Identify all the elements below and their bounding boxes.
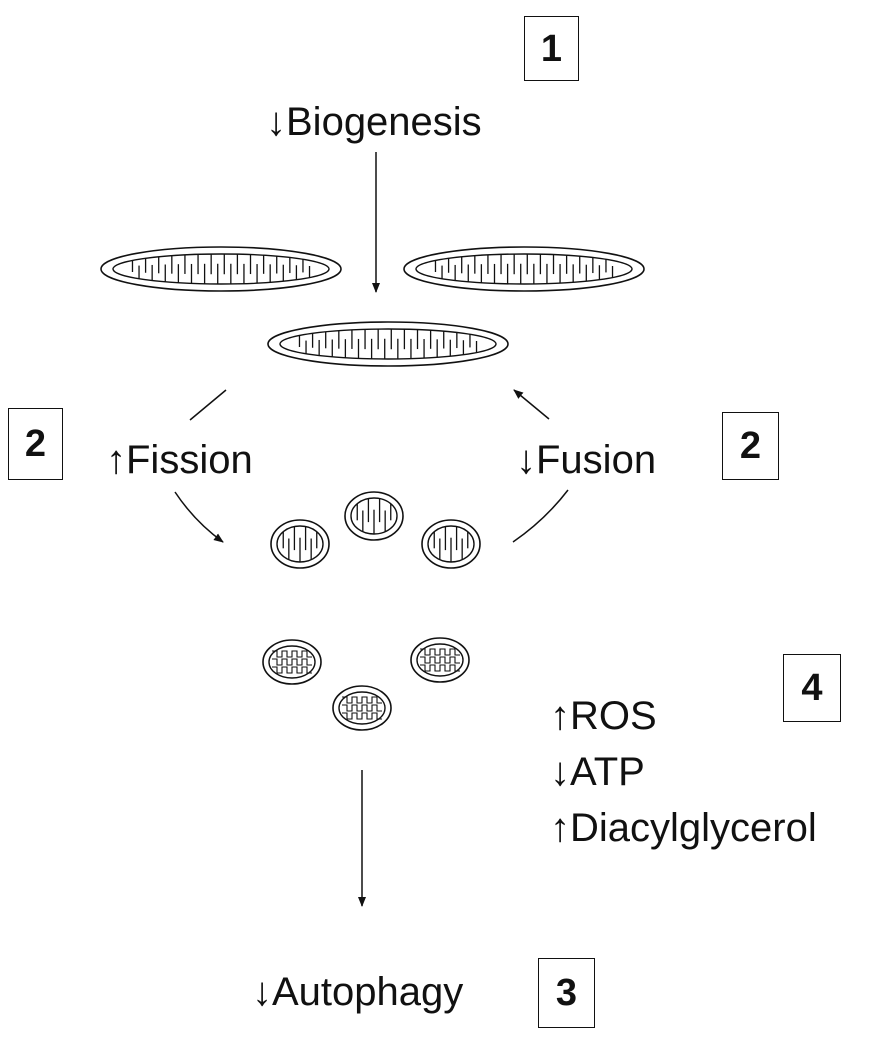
step-2-fission-badge: 2	[8, 408, 63, 480]
fission-connector-upper	[189, 389, 227, 421]
autophagy-label: ↓Autophagy	[252, 970, 464, 1014]
fusion-arrow	[513, 389, 550, 420]
atp-label: ↓ATP	[550, 750, 645, 794]
elongated-mitochondrion	[267, 321, 509, 367]
step-3-badge: 3	[538, 958, 595, 1028]
damaged-mitochondrion	[262, 639, 322, 685]
biogenesis-label: ↓Biogenesis	[266, 100, 482, 144]
damaged-mitochondrion	[410, 637, 470, 683]
fusion-connector-lower	[512, 489, 569, 543]
damaged-mitochondrion	[332, 685, 392, 731]
fragmented-mitochondrion	[344, 491, 404, 541]
fusion-label: ↓Fusion	[516, 438, 657, 482]
fragmented-mitochondrion	[270, 519, 330, 569]
elongated-mitochondrion	[100, 246, 342, 292]
fragmented-mitochondrion	[421, 519, 481, 569]
step-4-badge: 4	[783, 654, 841, 722]
diacylglycerol-label: ↑Diacylglycerol	[550, 806, 817, 850]
step-1-badge: 1	[524, 16, 579, 81]
elongated-mitochondrion	[403, 246, 645, 292]
ros-label: ↑ROS	[550, 694, 657, 738]
fission-label: ↑Fission	[106, 438, 253, 482]
step-2-fusion-badge: 2	[722, 412, 779, 480]
fission-arrow	[174, 491, 224, 543]
